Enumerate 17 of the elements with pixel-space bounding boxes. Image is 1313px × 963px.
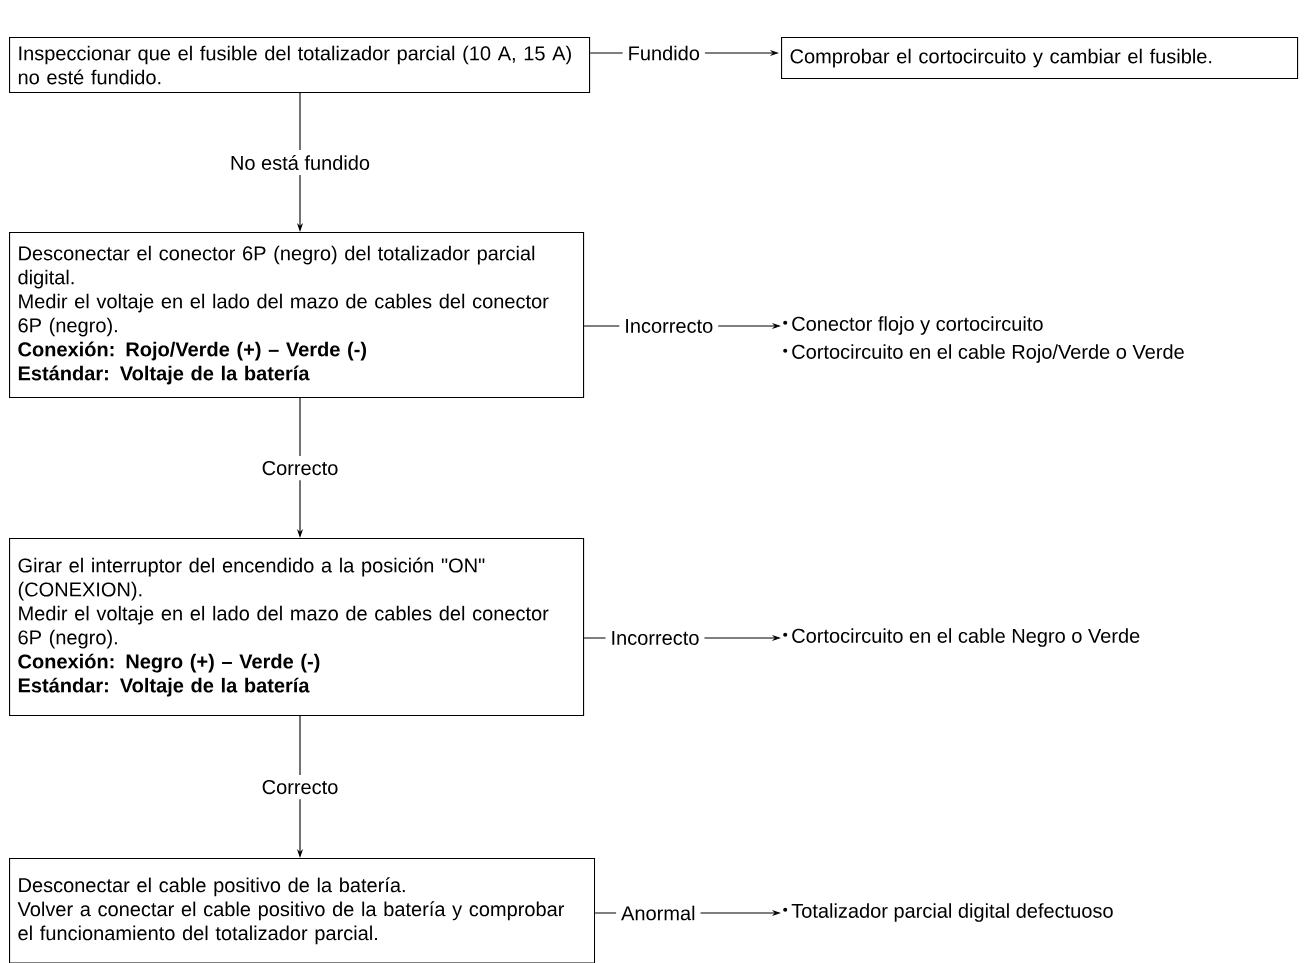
edge-label: No está fundido <box>224 150 376 175</box>
node-label: Cortocircuito en el cable Rojo/Verde o Verde <box>792 344 1184 363</box>
edge-label: Incorrecto <box>605 626 705 650</box>
process-box: Inspeccionar que el fusible del totalizador parcial (10 A, 15 A) no esté fundido. <box>9 37 591 94</box>
result-list: Cortocircuito en el cable Negro o Verde <box>783 628 1140 647</box>
process-box: Comprobar el cortocircuito y cambiar el fusible. <box>781 37 1299 80</box>
result-list: Conector flojo y cortocircuito Cortocircuito en el cable Rojo/Verde o Verde <box>783 316 1184 363</box>
process-box: Desconectar el conector 6P (negro) del totalizador parcial digital. Medir el voltaje en el lado del mazo de cables del conector 6P (negro). Conexión: Rojo/Verde (+) – Verde (-) Estándar: Voltaje de la batería <box>9 232 585 399</box>
result-list: Totalizador parcial digital defectuoso <box>783 903 1113 922</box>
edge-label: Fundido <box>622 40 705 66</box>
edge-label: Incorrecto <box>619 314 719 338</box>
edge-label: Correcto <box>256 775 344 800</box>
node-label: Conector flojo y cortocircuito <box>792 316 1043 335</box>
edge-label: Anormal <box>616 900 701 926</box>
process-box: Girar el interruptor del encendido a la posición "ON" (CONEXION). Medir el voltaje en el lado del mazo de cables del conector 6P (negro). Conexión: Negro (+) – Verde (-) Estándar: Voltaje de la batería <box>9 538 585 717</box>
edge-label: Correcto <box>256 455 344 481</box>
process-box: Desconectar el cable positivo de la batería. Volver a conectar el cable positivo de la batería y comprobar el funcionamiento del totalizador parcial. <box>9 858 596 963</box>
